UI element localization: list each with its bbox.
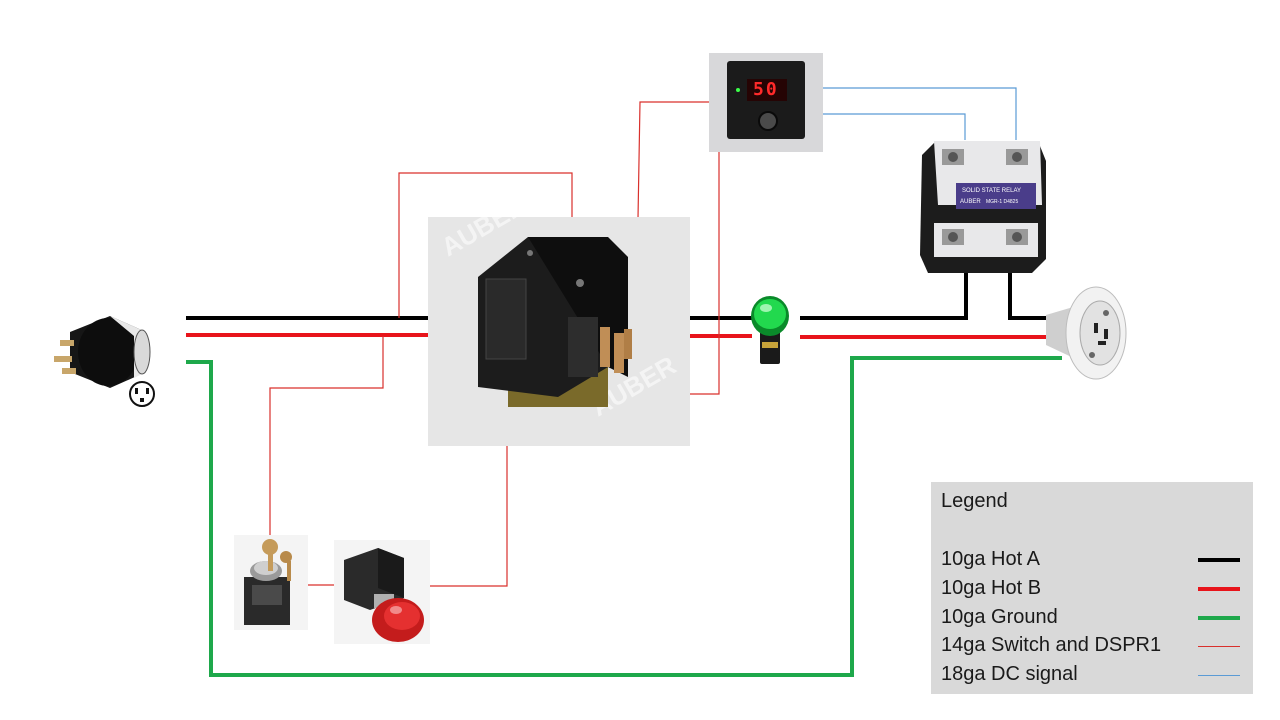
indicator-light-icon (751, 296, 789, 364)
twist-lock-receptacle-icon (1046, 286, 1127, 380)
legend-item: 14ga Switch and DSPR1 (941, 634, 1241, 660)
relay-brand: AUBER (960, 199, 981, 205)
twist-lock-plug-icon (54, 316, 155, 407)
solid-state-relay-icon: SOLID STATE RELAY AUBER MGR-1 D4825 (920, 141, 1046, 273)
wire-dc-signal-2 (822, 113, 966, 140)
legend-label: 14ga Switch and DSPR1 (941, 634, 1162, 656)
legend-item: 10ga Ground (941, 606, 1241, 632)
temperature-controller: 50 (709, 53, 823, 152)
controller-body: 50 (727, 61, 805, 139)
legend-label: 10ga Hot B (941, 577, 1042, 599)
legend-item: 18ga DC signal (941, 663, 1241, 689)
legend-item: 10ga Hot A (941, 548, 1241, 574)
legend-swatch-dc-signal (1198, 675, 1240, 676)
wire-ground (186, 356, 1062, 677)
legend-item: 10ga Hot B (941, 577, 1241, 603)
legend-swatch-switch (1198, 646, 1240, 647)
legend-swatch-hot-b (1198, 587, 1240, 591)
controller-readout: 50 (753, 79, 779, 100)
controller-knob-icon (758, 111, 778, 131)
legend-title: Legend (941, 490, 1008, 512)
key-switch-icon (234, 535, 308, 630)
relay-label: SOLID STATE RELAY (962, 188, 1021, 194)
wire-switch-to-key (269, 336, 384, 540)
emergency-stop-icon (334, 540, 430, 644)
contactor-icon: AUBER AUBER (428, 217, 690, 446)
relay-model: MGR-1 D4825 (986, 199, 1018, 205)
status-led-icon (736, 88, 740, 92)
wire-dc-signal-1 (822, 87, 1017, 140)
legend-swatch-ground (1198, 616, 1240, 620)
legend-label: 10ga Hot A (941, 548, 1040, 570)
controller-display (747, 79, 787, 101)
wire-hot-a-ssr-out (1008, 272, 1052, 320)
legend-panel: Legend 10ga Hot A 10ga Hot B 10ga Ground… (931, 482, 1253, 694)
wire-hot-a-right (800, 272, 968, 320)
legend-label: 10ga Ground (941, 606, 1058, 628)
legend-swatch-hot-a (1198, 558, 1240, 562)
legend-label: 18ga DC signal (941, 663, 1078, 685)
wire-switch-contactor-top (398, 172, 573, 318)
